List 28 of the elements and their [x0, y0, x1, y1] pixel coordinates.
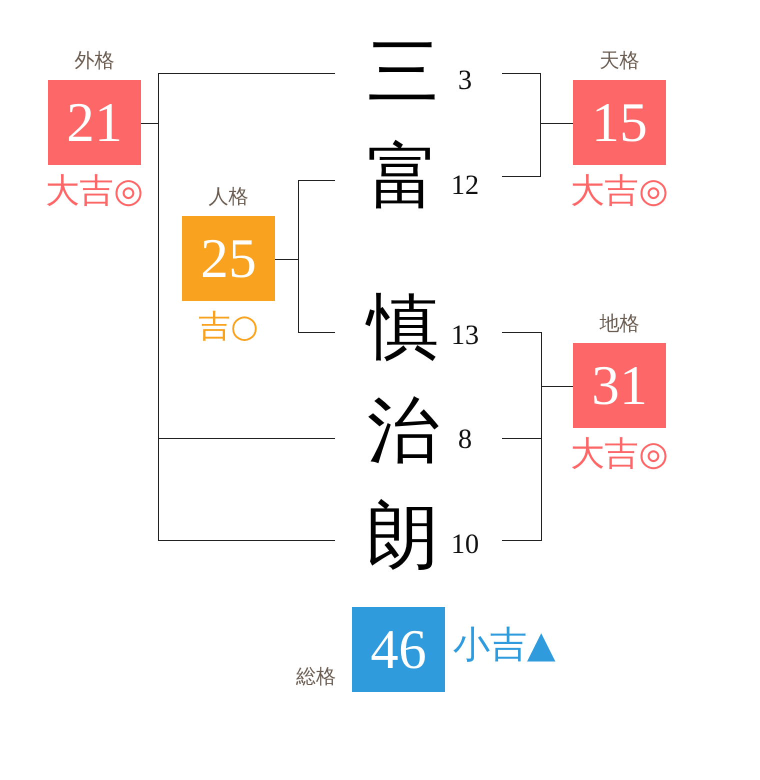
stroke-count: 8 [457, 426, 473, 454]
connector-line [274, 259, 336, 333]
name-character: 慎 [367, 289, 439, 365]
fortune-label: 大吉◎ [46, 173, 144, 210]
category-label: 人格 [208, 185, 248, 208]
connector-line [502, 123, 574, 177]
fortune-label: 小吉▲ [453, 625, 556, 666]
connector-line [502, 386, 574, 541]
score-box: 25 [182, 216, 275, 301]
name-character: 三 [367, 34, 439, 110]
stroke-count: 13 [450, 322, 480, 350]
score-box: 46 [352, 607, 445, 692]
category-label: 地格 [600, 312, 640, 335]
category-label: 天格 [600, 49, 640, 72]
name-character: 朗 [367, 498, 439, 574]
name-character: 治 [367, 393, 439, 469]
score-box: 15 [573, 80, 666, 165]
name-character: 富 [367, 139, 439, 215]
category-label: 総格 [296, 665, 336, 688]
stroke-count: 10 [450, 531, 480, 559]
score-box: 31 [573, 343, 666, 428]
stroke-count: 12 [450, 172, 480, 200]
score-box: 21 [48, 80, 141, 165]
stroke-count: 3 [457, 67, 473, 95]
category-label: 外格 [74, 49, 114, 72]
fortune-label: 吉○ [198, 309, 258, 344]
fortune-label: 大吉◎ [570, 173, 668, 210]
fortune-label: 大吉◎ [570, 436, 668, 474]
